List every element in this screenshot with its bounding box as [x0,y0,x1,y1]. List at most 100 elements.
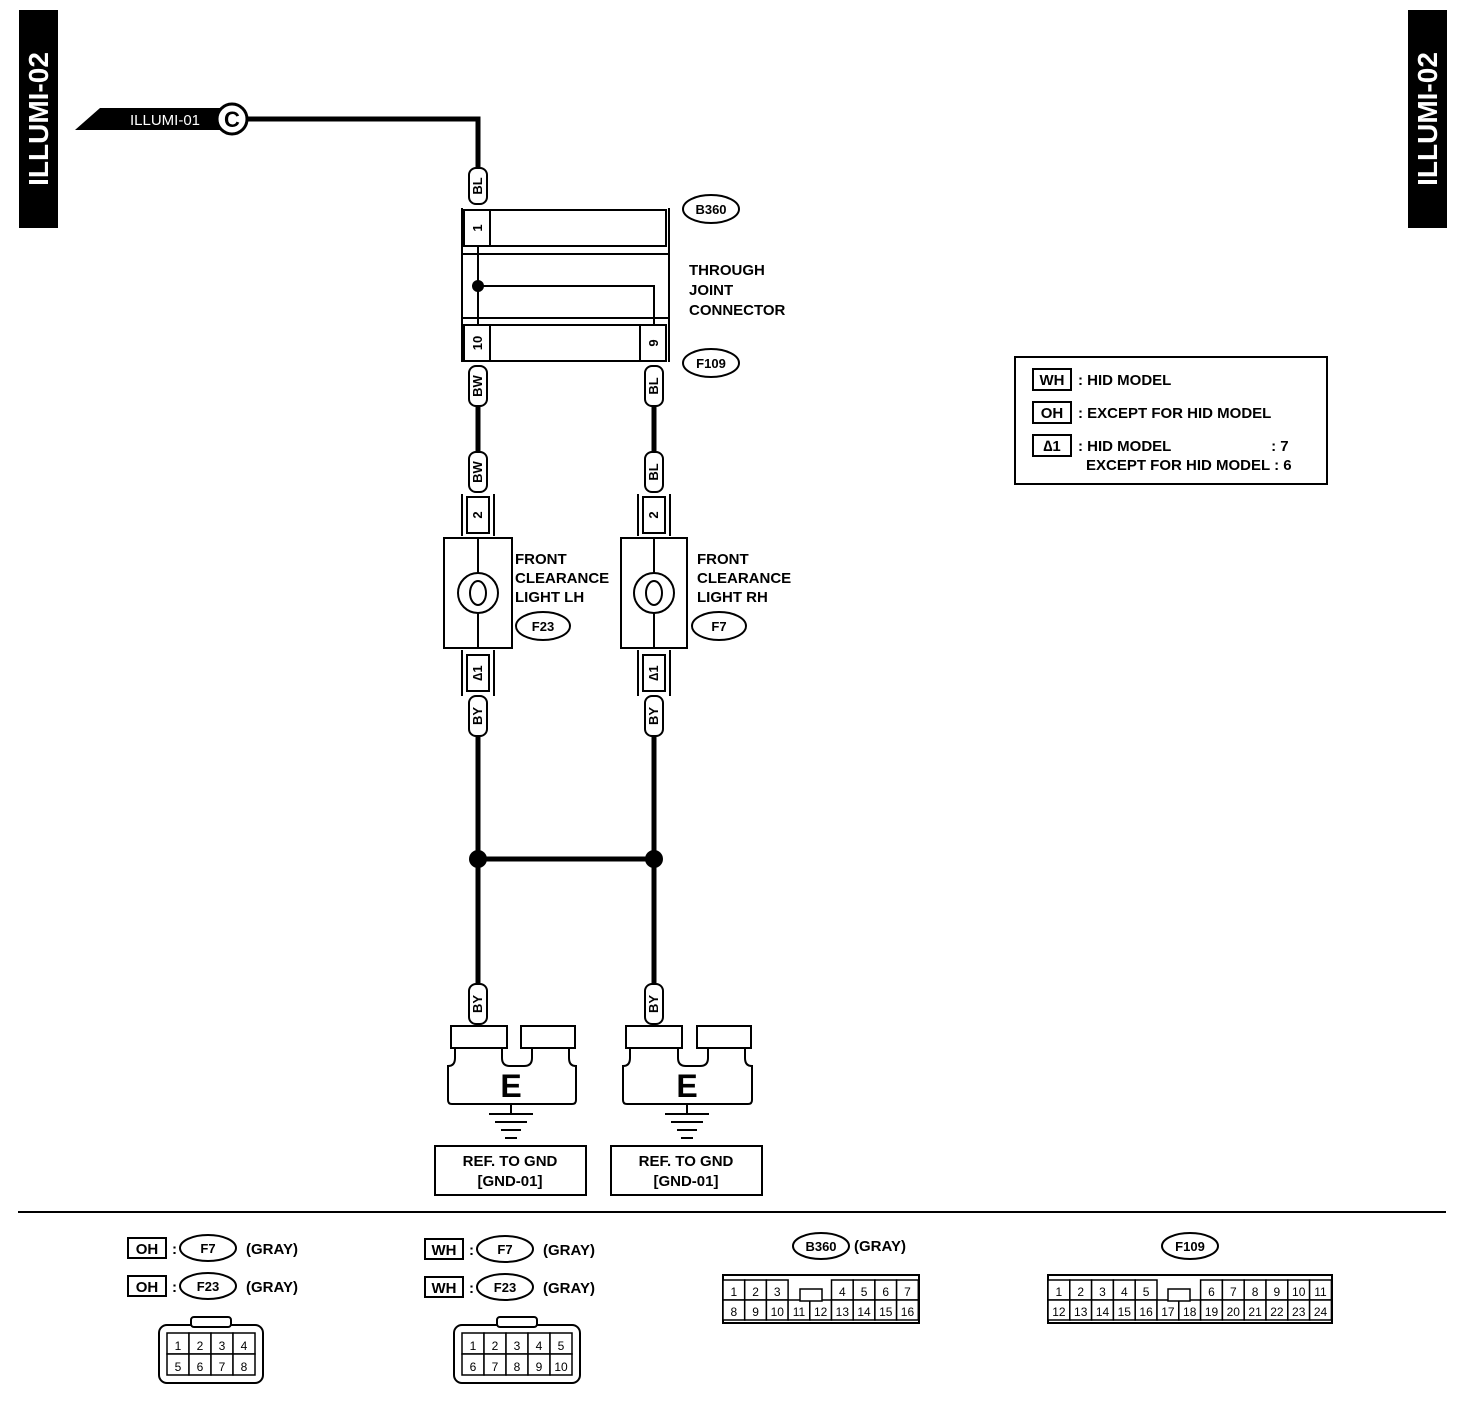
connector-pin-number: 2 [492,1339,499,1353]
svg-text:∆1: ∆1 [1043,438,1061,455]
svg-text:F23: F23 [532,619,554,634]
page-tag-right-text: ILLUMI-02 [1412,52,1443,186]
connector-tag-f7[interactable] [691,611,747,641]
connector-pin-number: 15 [1118,1305,1132,1319]
connector-id-label: F7 [200,1241,215,1256]
connector-pin-number: 14 [857,1305,871,1319]
connector-color-label: (GRAY) [246,1241,298,1258]
pin-9: 9 [646,339,661,346]
svg-text:BY: BY [470,995,485,1013]
connector-pin-number: 19 [1205,1305,1219,1319]
svg-text:CLEARANCE: CLEARANCE [697,570,791,587]
pin-1: 1 [470,224,485,231]
svg-text:REF. TO GND: REF. TO GND [639,1153,734,1170]
svg-text:[GND-01]: [GND-01] [653,1173,718,1190]
connector-pin-number: 14 [1096,1305,1110,1319]
wire-label-by-4: BY [644,983,664,1025]
wire-label-bw-2: BW [468,451,488,493]
connector-pin-number: 6 [1208,1285,1215,1299]
connector-pin-number: 13 [1074,1305,1088,1319]
connector-pin-number: 7 [219,1360,226,1374]
connector-pin-number: 1 [175,1339,182,1353]
connector-pin-number: 6 [197,1360,204,1374]
connector-pin-number: 12 [814,1305,828,1319]
connector-pin-number: 7 [492,1360,499,1374]
wire-bl-in [247,116,481,168]
svg-text:: HID MODEL: : HID MODEL : 7 [1078,438,1289,455]
connector-pin-number: 7 [904,1285,911,1299]
connector-latch [496,1316,538,1328]
bulb-icon [457,572,499,614]
colon: : [172,1241,177,1258]
connector-pin-number: 7 [1230,1285,1237,1299]
ground-terminal-lh[interactable]: E [447,1025,577,1139]
connector-pin-number: 9 [536,1360,543,1374]
connector-tag-b360[interactable]: B360 [682,194,740,224]
svg-text:∆1: ∆1 [470,665,485,680]
connector-id-label: F7 [497,1242,512,1257]
connector-pin-number: 24 [1314,1305,1328,1319]
connector-color-label: (GRAY) [246,1279,298,1296]
connector-pin-number: 3 [219,1339,226,1353]
connector-pin-number: 8 [241,1360,248,1374]
svg-text:BL: BL [646,463,661,480]
wire-label-bl-1: BL [644,365,664,407]
ref-illumi-01[interactable]: ILLUMI-01 C [75,102,249,136]
wire-label-by-3: BY [468,983,488,1025]
connector-pin-number: 23 [1292,1305,1306,1319]
connector-color-label: (GRAY) [854,1238,906,1255]
connector-tag-f23[interactable] [515,611,571,641]
connector-pin-number: 13 [836,1305,850,1319]
ref-illumi-01-label: ILLUMI-01 [130,112,200,129]
ref-gnd-rh[interactable]: REF. TO GND [GND-01] [610,1145,763,1196]
connector-pin-number: 21 [1248,1305,1262,1319]
ground-terminal-rh[interactable]: E [622,1025,753,1139]
connector-pin-number: 1 [731,1285,738,1299]
connector-pin-number: 1 [1056,1285,1063,1299]
light-rh-label: FRONT CLEARANCE LIGHT RH F7 [691,551,791,641]
connector-pin-number: 4 [536,1339,543,1353]
front-clearance-light-rh[interactable]: 2 ∆1 [620,494,688,696]
connector-pin-number: 5 [175,1360,182,1374]
connector-pin-number: 9 [1274,1285,1281,1299]
connector-pin-cell [1308,1299,1333,1321]
svg-text:BY: BY [470,707,485,725]
connector-latch [190,1316,232,1328]
connector-pin-number: 20 [1227,1305,1241,1319]
svg-text:F109: F109 [696,356,726,371]
svg-text:[GND-01]: [GND-01] [477,1173,542,1190]
svg-text:2: 2 [470,511,485,518]
wire-label-by-2: BY [644,695,664,737]
wire-label-bl-2: BL [644,451,664,493]
svg-text:EXCEPT FOR HID MODEL : 6: EXCEPT FOR HID MODEL : 6 [1086,457,1292,474]
connector-pin-number: 10 [554,1360,568,1374]
front-clearance-light-lh[interactable]: 2 ∆1 [443,494,513,696]
colon: : [172,1279,177,1296]
bulb-icon [633,572,675,614]
connector-pin-number: 9 [752,1305,759,1319]
page-tag-left: ILLUMI-02 [19,10,58,228]
svg-text:BW: BW [470,374,485,396]
svg-text:BY: BY [646,707,661,725]
svg-text:BL: BL [470,177,485,194]
connector-pin-number: 22 [1270,1305,1284,1319]
colon: : [469,1242,474,1259]
connector-pin-number: 5 [1143,1285,1150,1299]
connector-tag-f109[interactable]: F109 [682,348,740,378]
connector-pin-number: 2 [1077,1285,1084,1299]
connector-pin-number: 12 [1052,1305,1066,1319]
connector-pin-number: 15 [879,1305,893,1319]
svg-text:LIGHT LH: LIGHT LH [515,589,584,606]
pin-10: 10 [470,336,485,350]
connector-pin-number: 1 [470,1339,477,1353]
connector-pin-number: 3 [774,1285,781,1299]
ref-gnd-lh[interactable]: REF. TO GND [GND-01] [434,1145,587,1196]
ref-symbol: C [224,107,240,132]
wire-label-bl-top: BL [468,167,488,205]
svg-text:OH: OH [1041,405,1064,422]
connector-code-label: WH [432,1242,457,1259]
svg-text:B360: B360 [695,202,726,217]
splice-dot [645,850,663,868]
connector-pin-cell [895,1299,920,1321]
